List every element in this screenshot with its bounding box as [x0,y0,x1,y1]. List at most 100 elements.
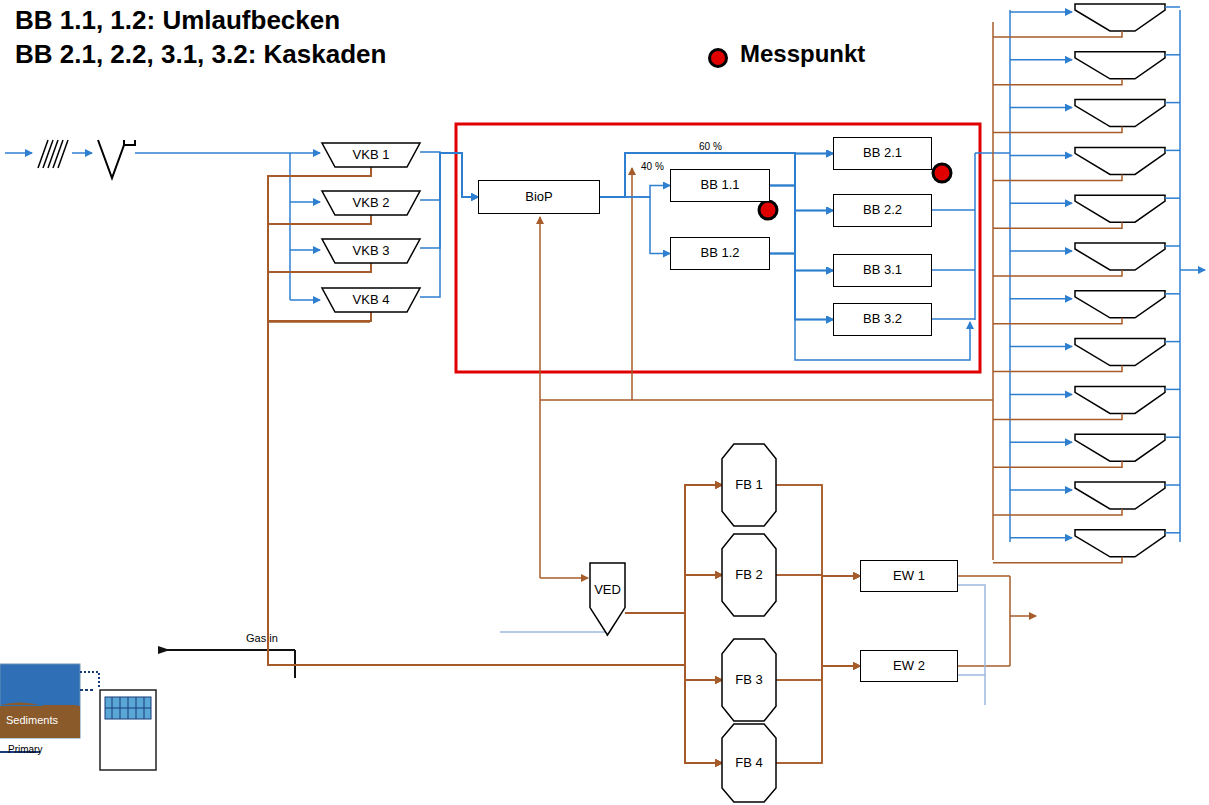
sludge-flow-line [268,215,722,665]
node-label: BB 3.1 [863,263,902,277]
node-label: VKB 1 [353,148,390,162]
sludge-flow-line [268,167,722,665]
clarifier-tank [1075,530,1165,557]
return-sludge-line [993,31,1122,37]
settling-tank: VKB 3 [322,239,420,263]
sludge-flow-line [776,666,860,763]
process-box: BB 1.2 [670,237,770,270]
sludge-flow-line [625,485,722,613]
clarifier-tank [1075,434,1165,461]
water-flow-line [420,153,478,248]
node-label: BB 1.1 [700,178,739,192]
return-sludge-line [993,127,1122,133]
digester-shape: FB 4 [722,724,776,802]
clarifier-tank [1075,147,1165,174]
measuring-point [759,201,777,219]
inset-text: Gas in [246,632,278,645]
node-label: FB 4 [735,756,762,770]
node-label: VKB 2 [353,196,390,210]
sludge-flow-line [625,575,722,613]
sludge-flow-line [268,263,722,763]
sludge-flow-line [268,312,722,665]
settling-tank: VKB 2 [322,191,420,215]
node-label: FB 1 [735,478,762,492]
clarifier-tank [1075,339,1165,366]
node-label: VED [594,583,621,597]
return-sludge-line [993,557,1122,563]
return-sludge-line [993,79,1122,85]
clarifier-inlet [1010,537,1072,539]
clarifier-tank [1075,386,1165,413]
sludge-flow-line [625,613,722,680]
node-label: BioP [525,190,552,204]
clarifier-tank [1075,291,1165,318]
digester-shape: FB 3 [722,639,776,721]
digester-shape: FB 1 [722,444,776,526]
water-flow-line [770,186,833,320]
return-sludge-line [993,509,1122,515]
flow-share-label: 40 % [640,161,665,172]
water-flow-line [600,153,833,271]
sludge-flow-line [268,263,722,665]
plant-heading: BB 1.1, 1.2: Umlaufbecken [15,6,340,36]
process-box: EW 2 [860,650,958,682]
process-box: BB 2.1 [833,137,932,170]
clarifier-outlet [1165,341,1180,343]
water-flow-line [770,211,833,254]
node-label: FB 2 [735,568,762,582]
process-box: BB 1.1 [670,169,770,202]
clarifier-outlet [1165,54,1180,56]
water-flow-line [420,153,478,200]
return-sludge-line [993,318,1122,324]
inset-text: Primary [8,744,42,756]
legend-label: Messpunkt [740,40,865,68]
clarifier-outlet [1165,245,1180,247]
plant-heading: BB 2.1, 2.2, 3.1, 3.2: Kaskaden [15,40,386,70]
clarifier-inlet [1010,11,1072,13]
clarifier-inlet [1010,441,1072,443]
node-label: FB 3 [735,673,762,687]
water-flow-line [420,152,478,197]
clarifier-outlet [1165,293,1180,295]
inlet-line [5,153,320,300]
clarifier-tank [1075,100,1165,127]
digester-shape: FB 2 [722,534,776,616]
clarifier-outlet [1165,6,1180,8]
sludge-flow-line [268,215,722,763]
sludge-flow-line [268,167,722,665]
sludge-line [268,22,1036,666]
process-box: BioP [478,180,600,214]
measuring-point [933,164,951,182]
clarifier-inlet [1010,489,1072,491]
water-flow-line [420,153,478,297]
sludge-flow-line [776,485,860,576]
node-label: EW 2 [893,659,925,673]
sludge-flow-line [268,312,722,680]
legend-swatch [708,48,728,68]
sludge-flow-line [268,263,722,680]
node-label: VKB 4 [353,293,390,307]
settling-tank: VKB 4 [322,288,420,312]
sludge-flow-line [268,167,722,763]
sludge-flow-line [776,575,860,666]
clarifier-inlet [1010,394,1072,396]
return-sludge-line [993,174,1122,180]
screen-symbol [38,140,68,168]
clarifier-inlet [1010,298,1072,300]
process-box: BB 3.1 [833,254,932,287]
clarifier-outlet [1165,150,1180,152]
clarifier-outlet [1165,389,1180,391]
node-label: EW 1 [893,569,925,583]
thickener-shape: VED [590,563,625,635]
inset-text: Sediments [6,714,58,727]
return-sludge-line [993,413,1122,419]
sludge-flow-line [776,666,860,680]
clarifier-inlet [1010,155,1072,157]
sludge-flow-line [625,613,722,763]
water-flow-line [770,186,833,211]
sludge-flow-line [776,576,860,680]
sludge-flow-line [268,215,722,665]
water-flow-line [770,154,833,254]
